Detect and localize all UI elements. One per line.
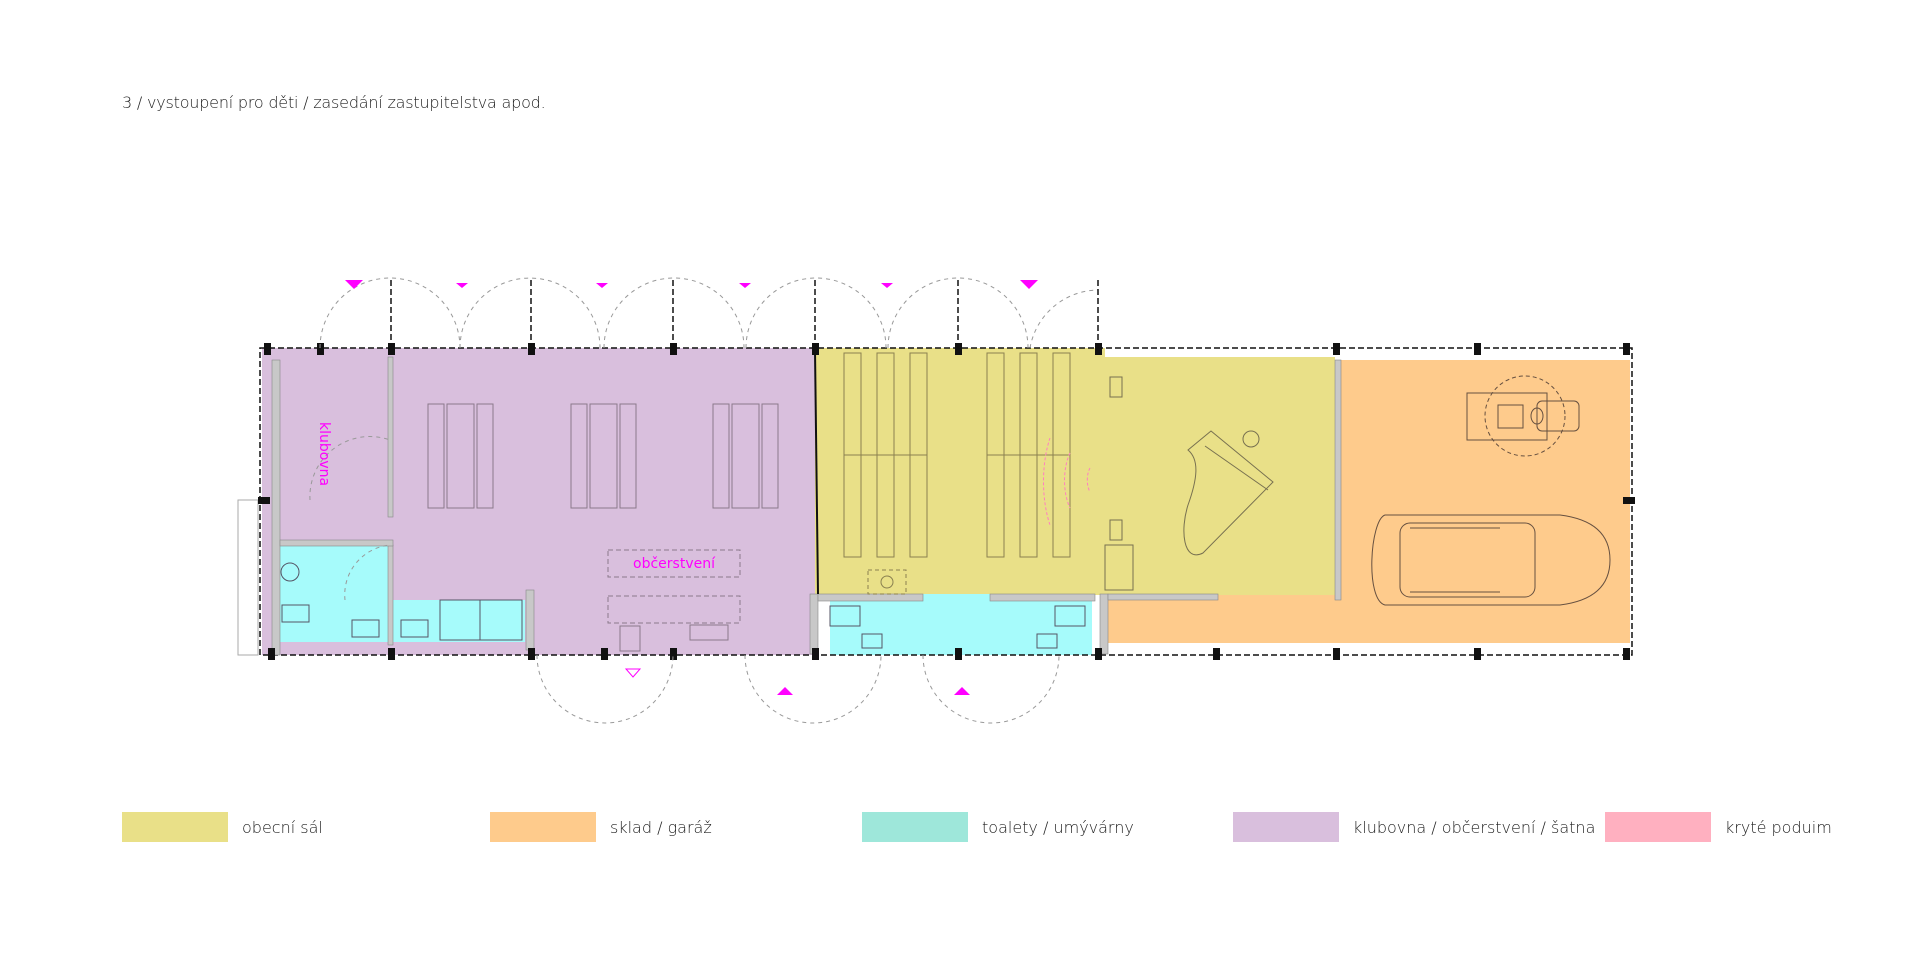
legend-swatch	[490, 812, 596, 842]
columns	[258, 343, 1635, 660]
garage-area	[1335, 360, 1630, 643]
folding-door-arcs-top	[319, 277, 1099, 349]
toilet-left	[280, 545, 388, 642]
hall-area	[815, 348, 1105, 595]
legend-label: sklad / garáž	[610, 817, 712, 837]
hall-benches	[843, 352, 1071, 595]
walls	[271, 356, 1342, 656]
door-panels-top	[390, 280, 1099, 348]
room-label-klubovna: klubovna	[316, 422, 332, 486]
car-icon	[1371, 514, 1611, 606]
sound-waves-icon	[1043, 437, 1091, 526]
door-arcs-bottom	[309, 436, 1060, 724]
legend-item-stage: kryté poduim	[1605, 812, 1832, 842]
legend-label: klubovna / občerstvení / šatna	[1353, 817, 1596, 837]
legend-label: obecní sál	[242, 817, 323, 837]
legend-item-hall: obecní sál	[122, 812, 323, 842]
tractor-icon	[1466, 375, 1580, 457]
entrance-markers	[345, 280, 1038, 695]
piano-icon	[1104, 376, 1274, 591]
toilet-fixtures	[280, 562, 1086, 649]
stage-area	[1105, 357, 1335, 595]
ramp	[237, 499, 259, 656]
plan-title: 3 / vystoupení pro děti / zasedání zastu…	[122, 93, 546, 112]
legend-swatch	[1605, 812, 1711, 842]
room-label-obcerstveni: občerstvení	[633, 556, 716, 572]
legend-label: kryté poduim	[1725, 817, 1832, 837]
legend-item-club: klubovna / občerstvení / šatna	[1233, 812, 1595, 842]
legend-swatch	[122, 812, 228, 842]
toilet-left-2	[388, 600, 525, 642]
legend-item-storage: sklad / garáž	[490, 812, 712, 842]
legend-swatch	[1233, 812, 1339, 842]
partition-wall	[814, 349, 819, 595]
toilet-middle	[830, 594, 1092, 655]
legend-item-toilets: toalety / umývárny	[862, 812, 1134, 842]
legend-label: toalety / umývárny	[982, 817, 1134, 837]
storage-strip	[1105, 595, 1335, 643]
legend-swatch	[862, 812, 968, 842]
club-tables	[427, 403, 779, 652]
